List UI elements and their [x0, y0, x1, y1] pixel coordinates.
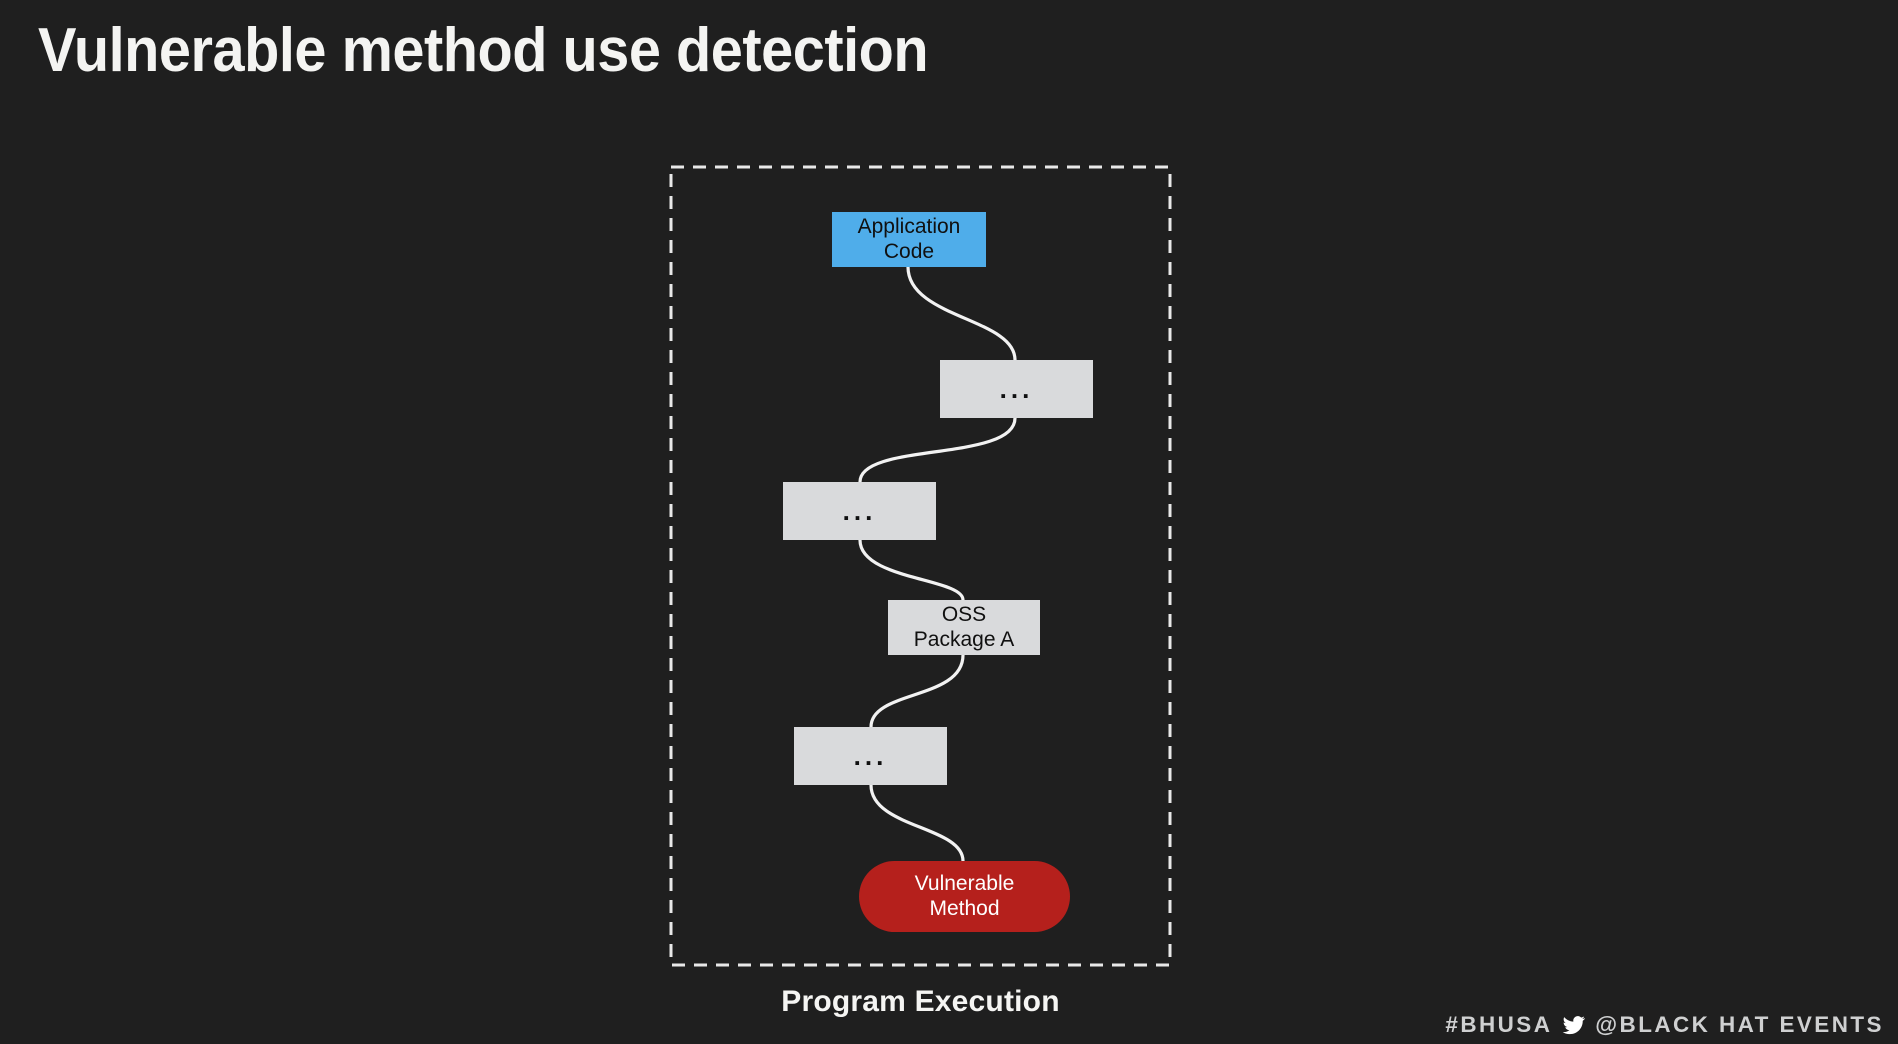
diagram-caption: Program Execution — [781, 985, 1060, 1018]
page-title: Vulnerable method use detection — [38, 16, 929, 85]
program-execution-boundary — [669, 165, 1172, 967]
node-ellipsis-3[interactable]: ... — [794, 727, 947, 785]
connector-ellipsis3-to-vulnerable — [869, 783, 965, 863]
node-ellipsis-2[interactable]: ... — [783, 482, 936, 540]
footer-handle: @BLACK HAT EVENTS — [1595, 1012, 1884, 1037]
connector-app-to-ellipsis1 — [906, 265, 1017, 362]
footer-branding: #BHUSA @BLACK HAT EVENTS — [1445, 1012, 1884, 1038]
connector-package-to-ellipsis3 — [869, 653, 965, 729]
connector-ellipsis2-to-package — [858, 538, 965, 602]
connector-ellipsis1-to-ellipsis2 — [858, 416, 1017, 484]
node-application-code[interactable]: Application Code — [832, 212, 986, 267]
twitter-bird-icon — [1562, 1014, 1586, 1036]
node-ellipsis-1[interactable]: ... — [940, 360, 1093, 418]
footer-hashtag: #BHUSA — [1445, 1012, 1553, 1037]
node-oss-package-a[interactable]: OSS Package A — [888, 600, 1040, 655]
node-vulnerable-method[interactable]: Vulnerable Method — [859, 861, 1070, 932]
